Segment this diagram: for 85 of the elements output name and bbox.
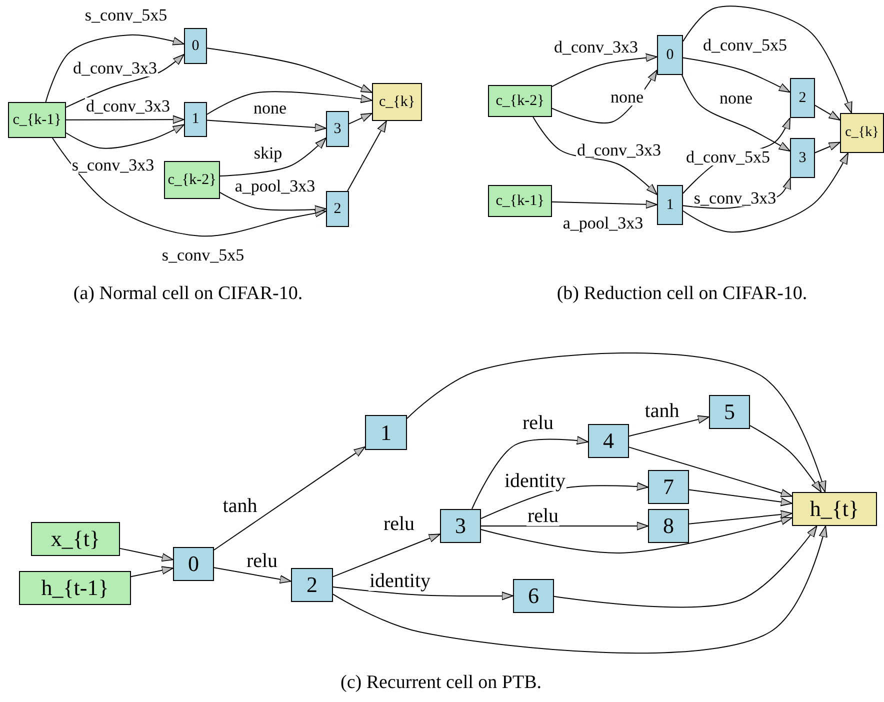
arrow (471, 436, 588, 510)
node-box: 0 (173, 547, 214, 581)
node-box: c_{k} (372, 83, 422, 121)
arrow (66, 54, 184, 108)
arrow (206, 48, 372, 93)
arrow (45, 34, 184, 102)
arrow (552, 200, 658, 209)
caption: (c) Recurrent cell on PTB. (340, 672, 542, 694)
arrow (206, 91, 372, 115)
arrow (750, 425, 822, 492)
edge-label: s_conv_5x5 (84, 6, 168, 24)
arrow (66, 115, 184, 124)
edge-label: none (609, 88, 645, 106)
arrow (214, 446, 366, 550)
node-box: 7 (648, 470, 689, 504)
arrow (66, 124, 184, 149)
arrow (206, 120, 326, 132)
edge-label: s_conv_3x3 (692, 190, 778, 206)
node-box: 0 (184, 28, 207, 64)
arrow (480, 482, 648, 520)
arrow (532, 116, 658, 196)
arrow (682, 74, 790, 152)
node-box: 1 (657, 185, 683, 225)
node-box: 1 (365, 415, 407, 450)
edge-label: d_conv_3x3 (72, 60, 158, 76)
arrow (814, 142, 840, 154)
arrow (628, 415, 710, 437)
node-box: c_{k-2} (164, 161, 220, 199)
caption: (b) Reduction cell on CIFAR-10. (556, 283, 808, 305)
edge-label: d_conv_3x3 (576, 142, 662, 158)
arrow (332, 534, 440, 578)
arrow (220, 137, 326, 176)
arrow (552, 53, 658, 88)
node-box: c_{k} (840, 113, 884, 153)
edge-label: d_conv_3x3 (552, 38, 640, 56)
node-box: h_{t-1} (19, 571, 131, 605)
node-box: 4 (588, 424, 629, 458)
arrow (480, 516, 792, 554)
node-box: x_{t} (31, 522, 120, 556)
node-box: 2 (790, 78, 815, 118)
edge-label: d_conv_3x3 (84, 98, 172, 114)
edge-label: d_conv_5x5 (684, 148, 772, 166)
node-box: 6 (513, 579, 554, 613)
edge-label: skip (252, 144, 284, 162)
arrow (682, 57, 790, 93)
node-box: 8 (648, 509, 689, 543)
arrow (332, 526, 828, 654)
arrow (814, 104, 840, 121)
node-box: c_{k-2} (488, 85, 552, 117)
node-box: 1 (184, 102, 207, 137)
edge-label: s_conv_3x3 (70, 156, 156, 174)
node-box: 5 (709, 395, 750, 429)
node-box: 2 (326, 191, 349, 227)
edge-label: a_pool_3x3 (234, 178, 316, 194)
arrow (214, 567, 292, 584)
arrow (406, 352, 826, 492)
arrow (220, 192, 326, 214)
node-box: 0 (657, 35, 683, 75)
arrow (682, 152, 849, 233)
arrow (130, 566, 174, 578)
arrow (682, 6, 852, 114)
arrow (628, 446, 792, 498)
node-box: c_{k-1} (8, 102, 66, 138)
edge-label: a_pool_3x3 (562, 214, 644, 232)
arrow (348, 112, 372, 124)
node-box: 2 (291, 568, 333, 602)
arrow (688, 489, 792, 506)
arrow (554, 526, 818, 608)
arrow (480, 522, 648, 530)
node-box: 3 (790, 138, 815, 178)
node-box: h_{t} (792, 492, 877, 526)
arrow (688, 510, 792, 524)
arrow (332, 586, 514, 600)
node-box: c_{k-1} (488, 185, 552, 217)
edge-label: identity (503, 471, 567, 491)
arrow (347, 120, 387, 192)
edge-label: identity (368, 571, 432, 591)
edge-label: d_conv_5x5 (702, 36, 788, 54)
node-box: 3 (326, 111, 349, 147)
node-box: 3 (440, 509, 481, 543)
edge-label: s_conv_5x5 (160, 246, 246, 264)
caption: (a) Normal cell on CIFAR-10. (73, 283, 303, 305)
edge-label: relu (526, 506, 560, 526)
arrow (52, 138, 326, 237)
arrow (120, 548, 174, 562)
